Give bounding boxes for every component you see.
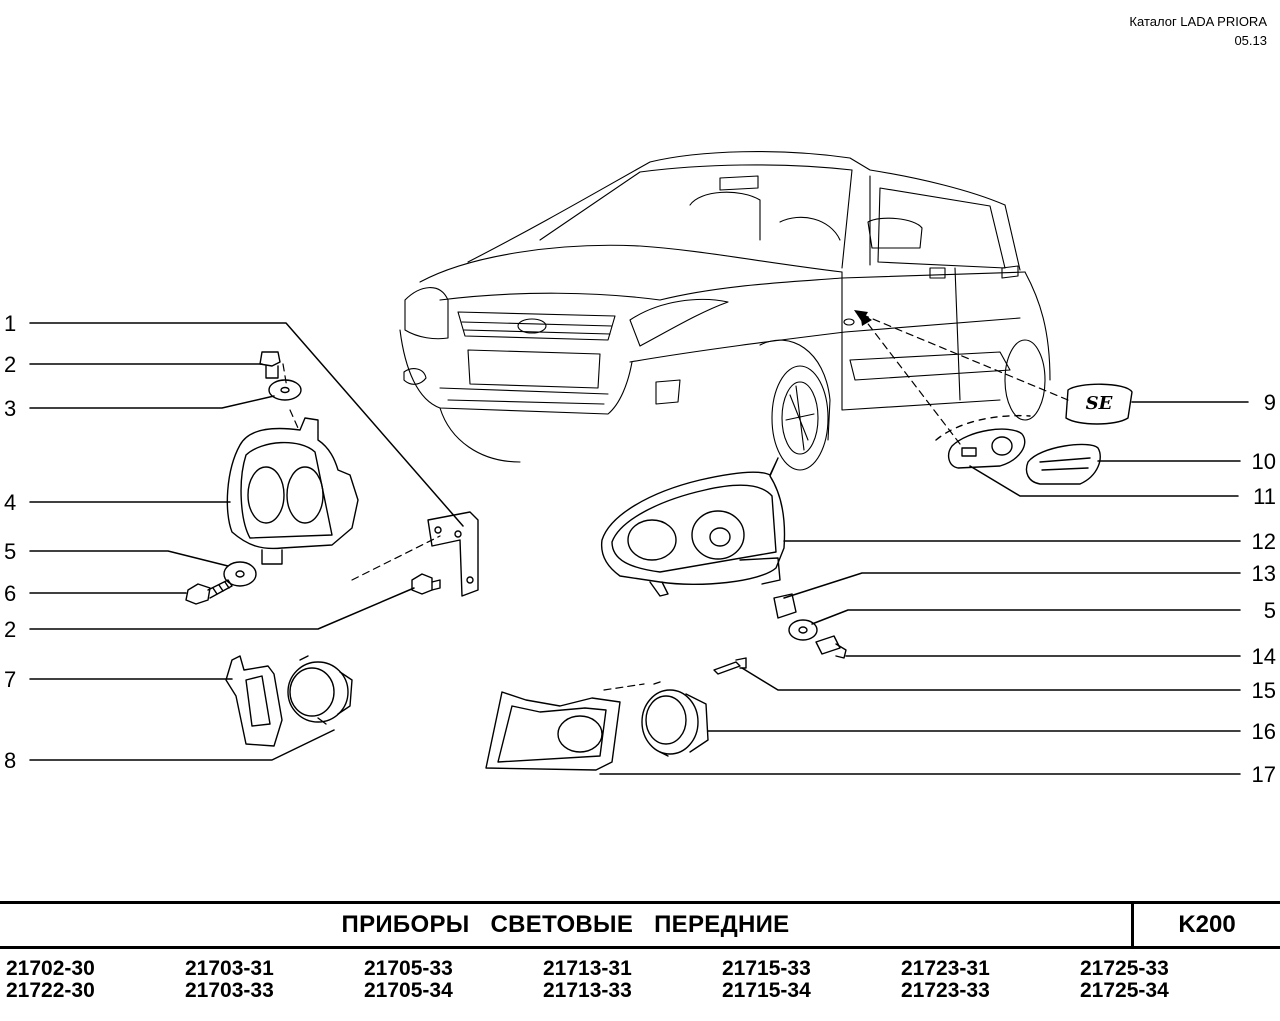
part-side-repeater xyxy=(1025,443,1101,485)
part-bolt-right xyxy=(815,635,847,659)
part-bracket xyxy=(427,511,479,597)
model-code: 21705-34 xyxy=(364,979,453,1002)
model-code: 21723-33 xyxy=(901,979,990,1002)
part-emblem xyxy=(1065,383,1133,425)
callout-2b: 2 xyxy=(4,617,16,642)
part-washer-right xyxy=(788,619,818,641)
part-headlight-right xyxy=(600,457,786,597)
callout-9: 9 xyxy=(1264,390,1276,415)
model-code: 21713-31 xyxy=(543,957,632,980)
part-fog-lamp-right xyxy=(641,681,709,757)
footer-divider xyxy=(1131,901,1134,946)
callout-labels-right: 9 10 11 12 13 5 14 15 16 17 xyxy=(1252,390,1276,787)
leader-lines xyxy=(29,322,1249,775)
model-code: 21715-33 xyxy=(722,957,811,980)
part-fog-bracket xyxy=(225,655,283,747)
footer-title-block: ПРИБОРЫ СВЕТОВЫЕ ПЕРЕДНИЕ K200 21702-30 … xyxy=(0,901,1280,1021)
model-code: 21722-30 xyxy=(6,979,95,1002)
model-code: 21702-30 xyxy=(6,957,95,980)
part-screw xyxy=(713,657,747,675)
part-bolt-left xyxy=(185,579,233,605)
callout-11: 11 xyxy=(1253,484,1276,509)
callout-labels-left: 1 2 3 4 5 6 2 7 8 xyxy=(4,311,16,773)
catalog-date: 05.13 xyxy=(1234,33,1267,48)
model-row-1: 21702-30 21703-31 21705-33 21713-31 2171… xyxy=(6,958,1276,980)
callout-10: 10 xyxy=(1252,449,1276,474)
part-gasket xyxy=(947,428,1026,469)
callout-5: 5 xyxy=(4,539,16,564)
part-bolt-upper xyxy=(259,351,281,379)
model-codes: 21702-30 21703-31 21705-33 21713-31 2171… xyxy=(6,958,1276,1002)
callout-17: 17 xyxy=(1252,762,1276,787)
callout-5b: 5 xyxy=(1264,598,1276,623)
footer-middle-rule xyxy=(0,946,1280,949)
model-code: 21723-31 xyxy=(901,957,990,980)
model-row-2: 21722-30 21703-33 21705-34 21713-33 2171… xyxy=(6,980,1276,1002)
arrowheads xyxy=(854,310,872,326)
callout-2: 2 xyxy=(4,352,16,377)
sealant-arc xyxy=(935,414,1031,441)
part-washer-upper xyxy=(268,379,302,401)
catalog-title: Каталог LADA PRIORA xyxy=(1129,14,1267,29)
callout-1: 1 xyxy=(4,311,16,336)
part-clip xyxy=(773,593,797,619)
model-code: 21715-34 xyxy=(722,979,811,1002)
callout-14: 14 xyxy=(1252,644,1276,669)
model-code: 21725-34 xyxy=(1080,979,1169,1002)
part-headlight-left xyxy=(226,417,359,565)
model-code: 21703-33 xyxy=(185,979,274,1002)
part-washer-left xyxy=(223,561,257,587)
callout-16: 16 xyxy=(1252,719,1276,744)
section-code: K200 xyxy=(1178,911,1236,938)
model-code: 21725-33 xyxy=(1080,957,1169,980)
callout-13: 13 xyxy=(1252,561,1276,586)
callout-12: 12 xyxy=(1252,529,1276,554)
callout-8: 8 xyxy=(4,748,16,773)
part-fog-lamp-left xyxy=(287,655,353,725)
footer-top-rule xyxy=(0,901,1280,904)
callout-15: 15 xyxy=(1252,678,1276,703)
exploded-parts-diagram: SE xyxy=(4,151,1276,787)
section-title: ПРИБОРЫ СВЕТОВЫЕ ПЕРЕДНИЕ xyxy=(341,911,790,938)
model-code: 21705-33 xyxy=(364,957,453,980)
model-code: 21713-33 xyxy=(543,979,632,1002)
model-code: 21703-31 xyxy=(185,957,274,980)
callout-3: 3 xyxy=(4,396,16,421)
callout-7: 7 xyxy=(4,667,16,692)
assembly-dash-lines xyxy=(282,311,1069,691)
emblem-label: SE xyxy=(1086,393,1113,414)
callout-4: 4 xyxy=(4,490,16,515)
callout-6: 6 xyxy=(4,581,16,606)
part-fog-frame xyxy=(485,691,621,771)
part-bolt-lower xyxy=(411,573,441,595)
car-illustration xyxy=(399,151,1051,471)
